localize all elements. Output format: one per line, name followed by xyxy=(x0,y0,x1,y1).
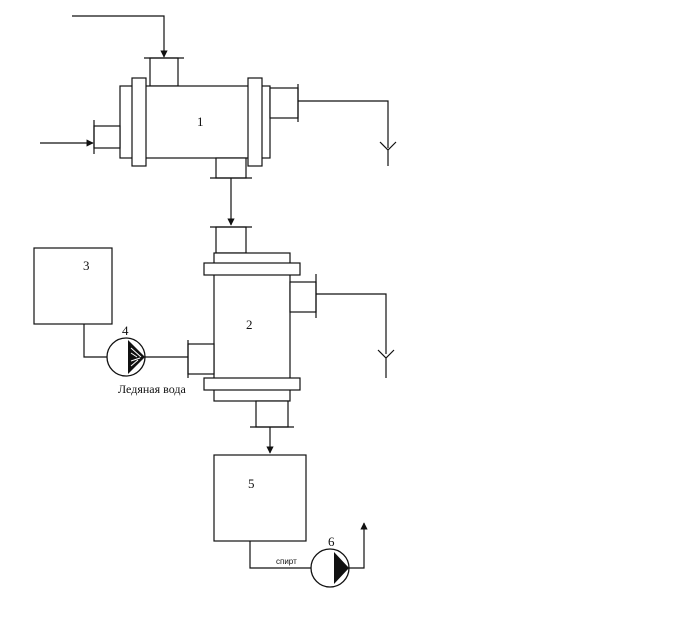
unit-3-label: 3 xyxy=(83,258,90,273)
pump-4-icon xyxy=(106,337,146,377)
pump-4-label: 4 xyxy=(122,323,129,338)
unit-2-label: 2 xyxy=(246,317,253,332)
he1-right-nozzle xyxy=(269,87,299,119)
pump-6-label: 6 xyxy=(328,534,335,549)
unit-1-label: 1 xyxy=(197,114,204,129)
pump6-outlet-line xyxy=(349,522,368,569)
ice-water-label: Ледяная вода xyxy=(118,382,186,396)
he1-left-flange xyxy=(131,77,147,167)
he2-bottom-flange xyxy=(203,377,301,391)
he1-left-nozzle xyxy=(93,125,121,149)
unit-5-label: 5 xyxy=(248,476,255,491)
drain-1-icon xyxy=(379,141,397,166)
he1-top-inlet-line xyxy=(72,15,168,58)
tank-3 xyxy=(33,247,113,325)
he2-right-nozzle xyxy=(289,281,317,313)
vessel5-to-pump6-line xyxy=(249,541,312,569)
heat-exchanger-2: 2 xyxy=(187,226,317,428)
spirit-label: спирт xyxy=(276,557,297,566)
vessel-5 xyxy=(213,454,307,542)
drain-2-icon xyxy=(377,349,395,378)
he2-body xyxy=(213,252,291,402)
he1-right-flange xyxy=(247,77,263,167)
heat-exchanger-1: 1 xyxy=(93,57,299,179)
he2-bottom-nozzle xyxy=(255,400,289,428)
he2-top-nozzle xyxy=(215,226,247,254)
he1-bottom-nozzle xyxy=(215,157,247,179)
he1-top-nozzle xyxy=(149,57,179,87)
pump-6-icon xyxy=(310,548,350,588)
he2-top-flange xyxy=(203,262,301,276)
he1-right-outlet-line xyxy=(298,100,389,148)
tank3-to-pump4-line xyxy=(83,324,108,358)
he2-left-nozzle xyxy=(187,343,215,375)
he2-right-outlet-line xyxy=(316,293,387,354)
